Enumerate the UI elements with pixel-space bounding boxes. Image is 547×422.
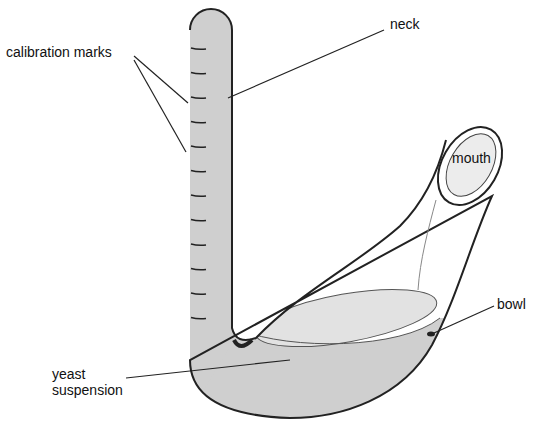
- calibration-marks: [191, 48, 206, 319]
- mouth-rim: [425, 116, 515, 217]
- calibration-mark: [191, 97, 206, 98]
- calibration-mark: [191, 220, 206, 221]
- calibration-mark: [191, 293, 206, 294]
- bowl-leader: [434, 306, 494, 333]
- calibration-mark: [191, 122, 206, 123]
- leader-lines: [126, 30, 494, 378]
- part-label: neck: [390, 16, 420, 32]
- neck-junction: [234, 340, 252, 346]
- calibration-mark: [191, 146, 206, 147]
- calibration-mark: [191, 73, 206, 74]
- calibration-mark: [191, 171, 206, 172]
- part-label: bowl: [497, 296, 526, 312]
- calibration-mark: [191, 269, 206, 270]
- marks-leader: [134, 60, 186, 152]
- part-label: yeast suspension: [52, 366, 130, 398]
- tube-outline: [190, 9, 492, 418]
- suspension-leader: [126, 360, 290, 378]
- marks-leader: [134, 56, 188, 103]
- neck-leader: [228, 30, 384, 98]
- calibration-mark: [191, 195, 206, 196]
- calibration-mark: [191, 318, 206, 319]
- liquid: [180, 0, 520, 422]
- calibration-mark: [191, 48, 206, 49]
- bowl-mark: [427, 332, 435, 337]
- glass-highlight: [418, 200, 436, 290]
- part-label: mouth: [452, 150, 491, 166]
- part-label: calibration marks: [6, 44, 112, 60]
- calibration-mark: [191, 244, 206, 245]
